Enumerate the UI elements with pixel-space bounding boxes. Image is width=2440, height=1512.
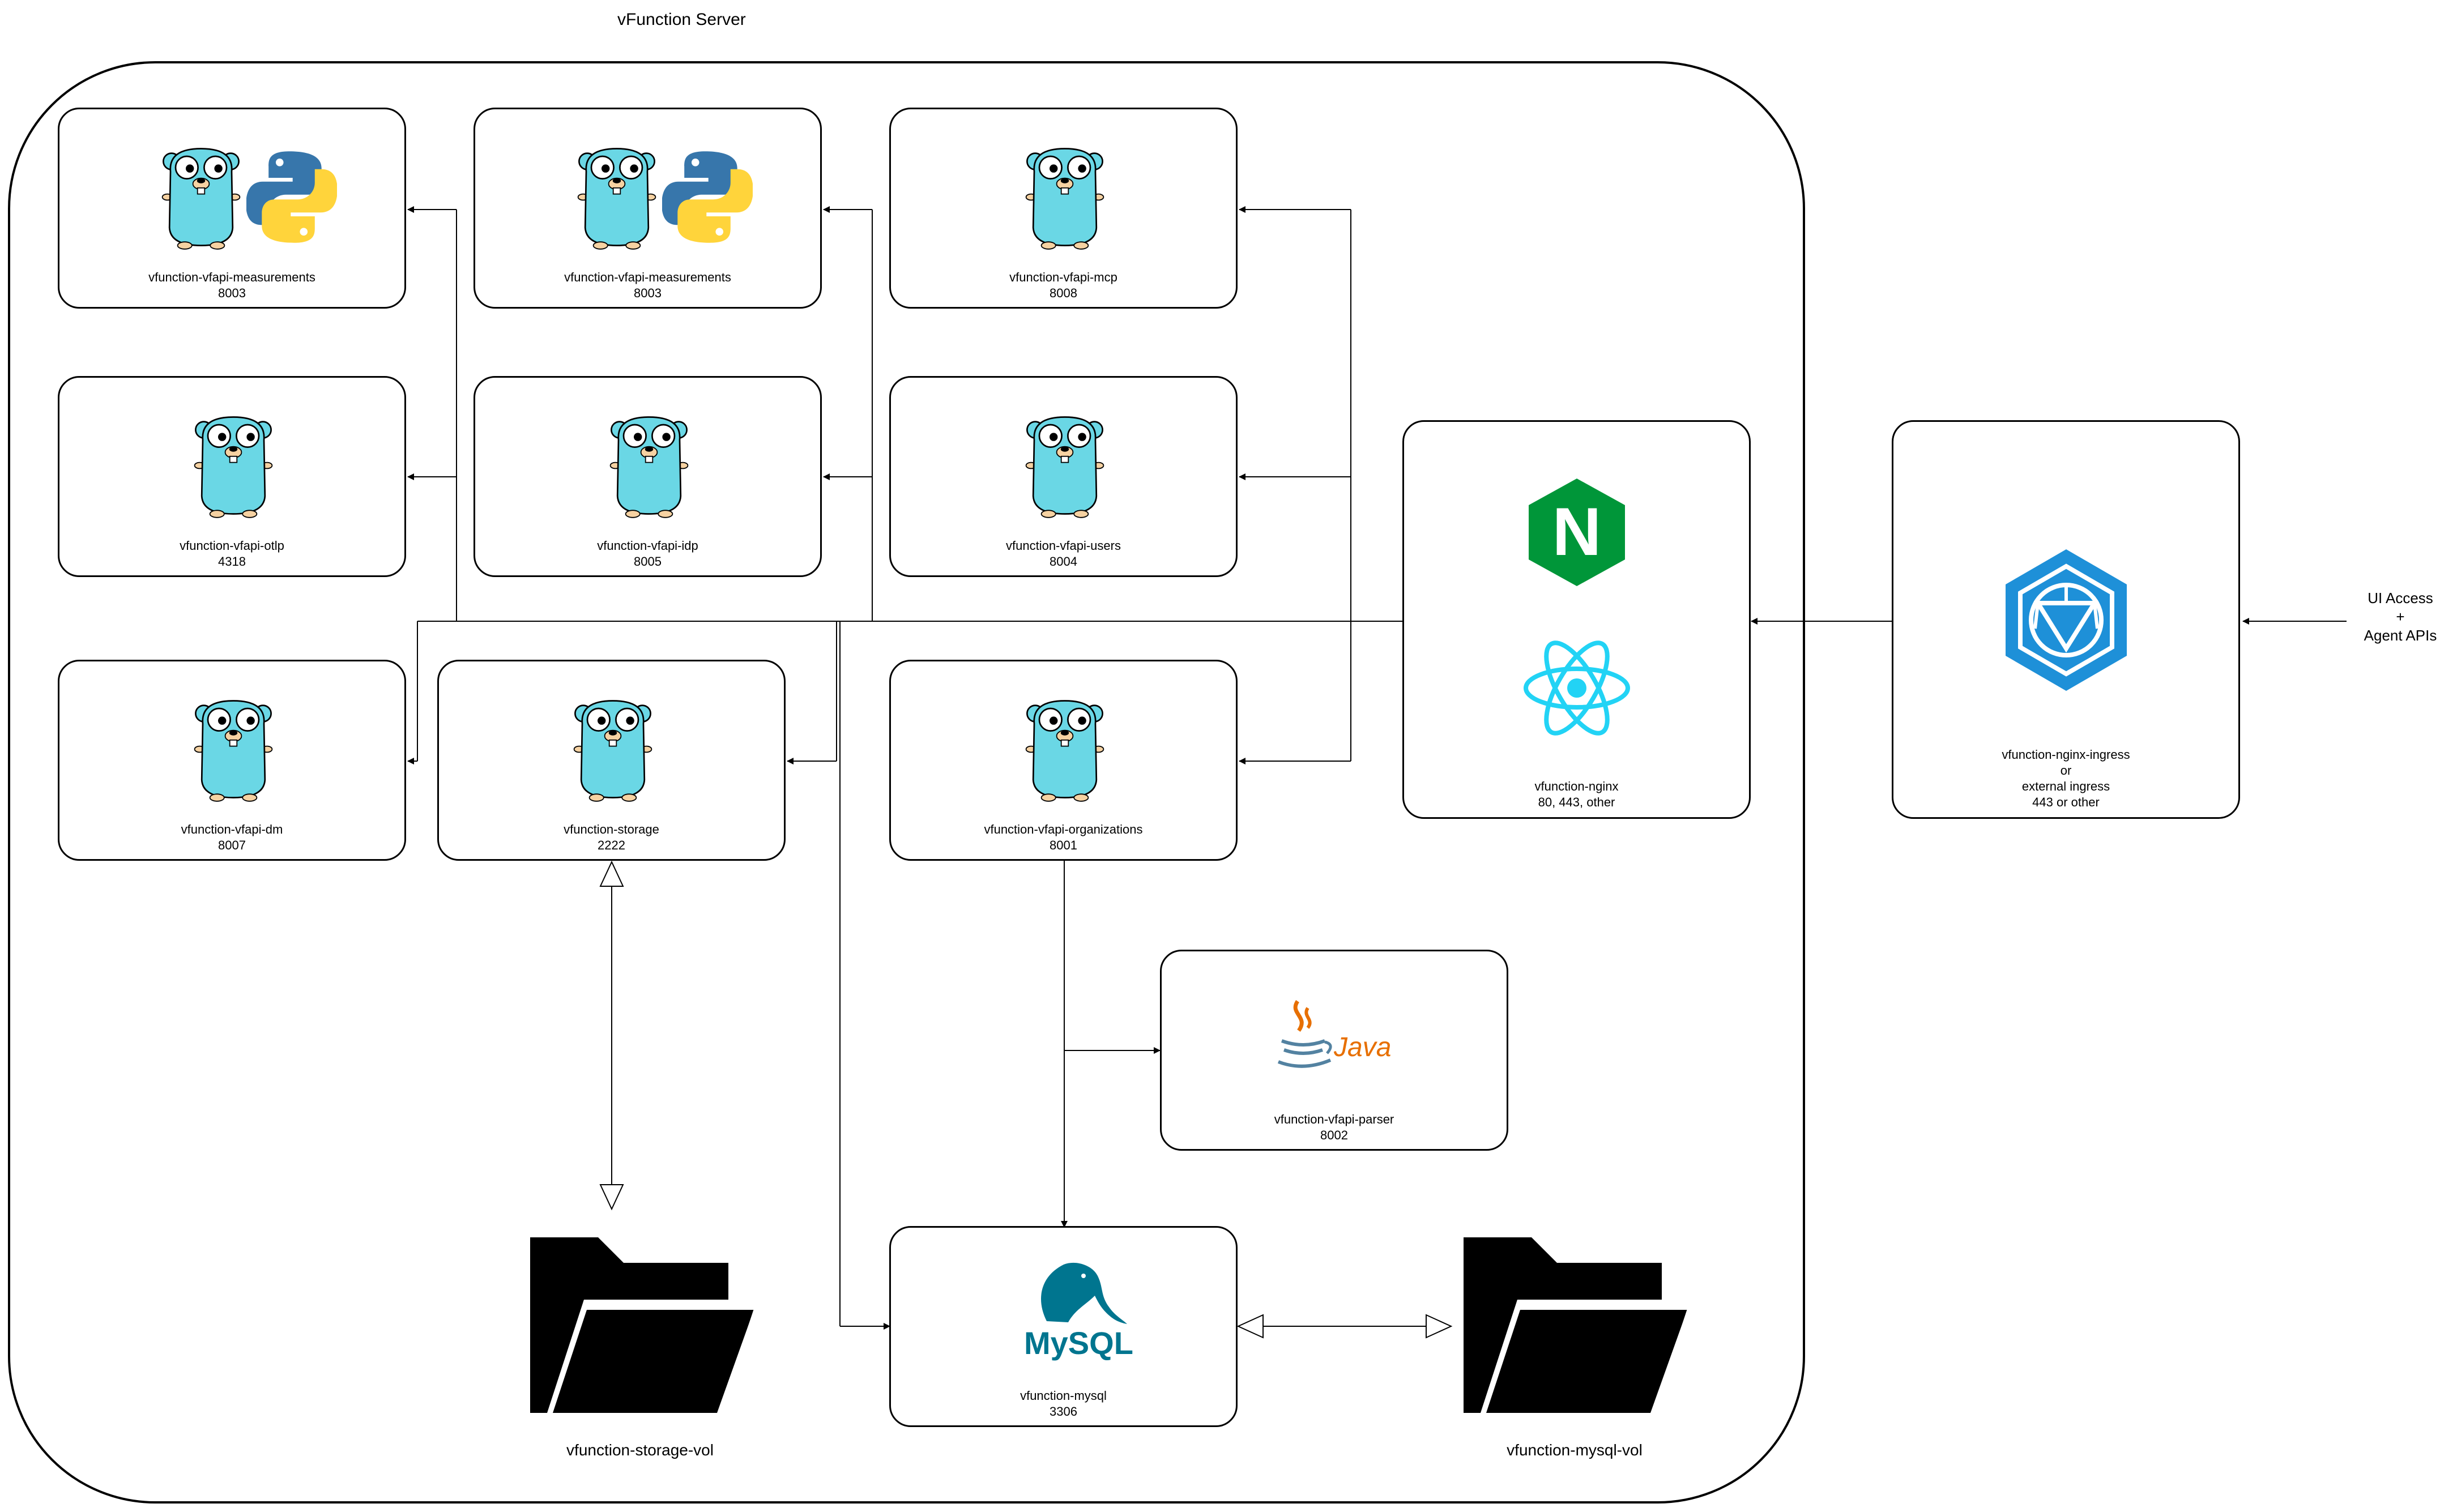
go-gopher-icon [609,416,689,519]
go-gopher-icon [194,416,273,519]
server-boundary [8,61,1805,1504]
mysql-icon: MySQL [1024,1262,1133,1361]
java-wordmark: Java [1333,1032,1391,1062]
service-port: 8003 [634,286,662,300]
storage-volume-label: vfunction-storage-vol [566,1441,714,1459]
service-box-users: vfunction-vfapi-users 8004 [889,376,1238,577]
java-icon: Java [1277,1000,1391,1068]
python-icon [662,151,753,243]
service-box-dm: vfunction-vfapi-dm 8007 [58,660,406,861]
external-access-label: UI Access + Agent APIs [2355,589,2440,645]
service-port: 8004 [1050,554,1077,569]
service-name: vfunction-nginx [1534,779,1619,793]
service-port: 8003 [218,286,246,300]
service-box-mysql: MySQL vfunction-mysql 3306 [889,1226,1238,1427]
service-name: vfunction-vfapi-users [1006,539,1121,553]
service-box-nginx: N vfunction-nginx 80, 443, other [1402,420,1751,819]
service-name: vfunction-vfapi-otlp [180,539,284,553]
service-port: 2222 [598,838,625,852]
go-gopher-icon [1025,148,1104,250]
service-name: vfunction-vfapi-measurements [148,270,315,284]
ingress-icon [2006,549,2127,691]
ingress-alt: external ingress [2021,779,2110,793]
service-name: vfunction-vfapi-measurements [564,270,731,284]
service-box-storage: vfunction-storage 2222 [437,660,786,861]
service-port: 8001 [1050,838,1077,852]
service-port: 80, 443, other [1538,795,1615,809]
go-gopher-icon [161,148,241,250]
service-box-measurements-2: vfunction-vfapi-measurements 8003 [474,108,822,309]
service-box-organizations: vfunction-vfapi-organizations 8001 [889,660,1238,861]
mysql-volume-label: vfunction-mysql-vol [1507,1441,1643,1459]
react-icon [1524,640,1630,736]
mysql-wordmark: MySQL [1024,1325,1133,1361]
service-box-otlp: vfunction-vfapi-otlp 4318 [58,376,406,577]
go-gopher-icon [577,148,656,250]
agent-apis-text: Agent APIs [2364,627,2437,644]
service-name: vfunction-vfapi-idp [597,539,698,553]
service-name: vfunction-vfapi-parser [1274,1112,1394,1126]
folder-icon [530,1237,768,1424]
ui-access-text: UI Access [2368,590,2433,606]
service-box-ingress: vfunction-nginx-ingress or external ingr… [1892,420,2240,819]
service-port: 8002 [1320,1128,1348,1142]
service-box-parser: Java vfunction-vfapi-parser 8002 [1160,950,1508,1151]
service-box-idp: vfunction-vfapi-idp 8005 [474,376,822,577]
go-gopher-icon [1025,700,1104,802]
nginx-letter: N [1552,494,1602,570]
python-icon [246,151,337,243]
service-port: 8008 [1050,286,1077,300]
service-port: 8005 [634,554,662,569]
service-name: vfunction-mysql [1020,1389,1107,1403]
go-gopher-icon [573,700,652,802]
server-title: vFunction Server [617,10,746,29]
service-port: 4318 [218,554,246,569]
folder-icon [1464,1237,1701,1424]
go-gopher-icon [194,700,273,802]
service-box-mcp: vfunction-vfapi-mcp 8008 [889,108,1238,309]
service-name: vfunction-vfapi-dm [181,822,283,836]
nginx-icon: N [1529,479,1625,586]
ingress-or: or [2060,763,2072,778]
service-port: 8007 [218,838,246,852]
service-name: vfunction-vfapi-organizations [984,822,1143,836]
ingress-name: vfunction-nginx-ingress [2002,748,2130,762]
service-name: vfunction-vfapi-mcp [1009,270,1117,284]
service-name: vfunction-storage [564,822,659,836]
service-box-measurements-1: vfunction-vfapi-measurements 8003 [58,108,406,309]
go-gopher-icon [1025,416,1104,519]
service-port: 3306 [1050,1404,1077,1419]
service-port: 443 or other [2032,795,2100,809]
plus-text: + [2396,608,2405,625]
